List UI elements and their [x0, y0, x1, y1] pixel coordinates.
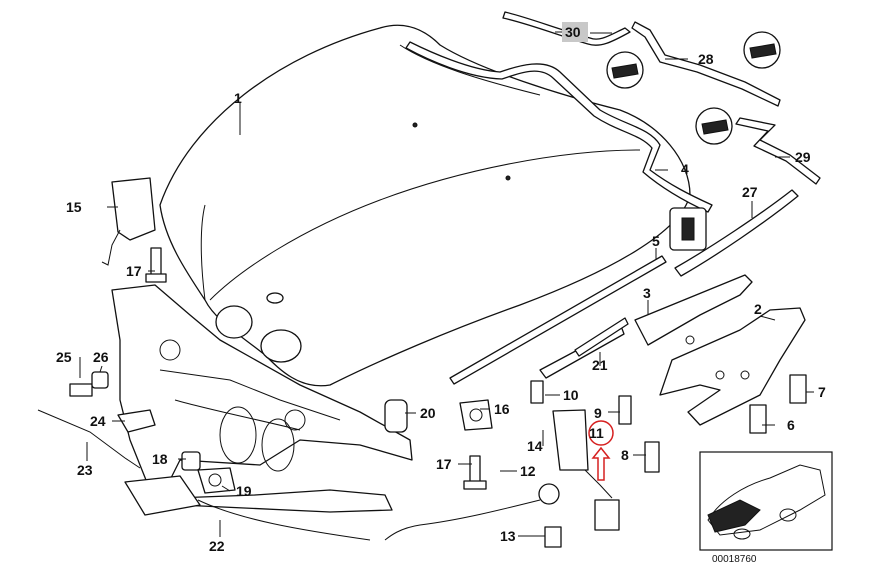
callout-1: 1 — [234, 90, 242, 106]
highlight-circle — [588, 420, 614, 446]
callout-12: 12 — [520, 463, 536, 479]
fasteners — [37, 177, 807, 548]
callout-6: 6 — [787, 417, 795, 433]
callout-27: 27 — [742, 184, 758, 200]
callout-23: 23 — [77, 462, 93, 478]
callout-5: 5 — [652, 233, 660, 249]
callout-19: 19 — [236, 483, 252, 499]
callout-8: 8 — [621, 447, 629, 463]
callout-29: 29 — [795, 149, 811, 165]
callout-3: 3 — [643, 285, 651, 301]
callout-18: 18 — [152, 451, 168, 467]
hood-part — [159, 24, 691, 387]
callout-22: 22 — [209, 538, 225, 554]
callout-20: 20 — [420, 405, 436, 421]
callout-7: 7 — [818, 384, 826, 400]
inset-car-thumbnail — [699, 451, 833, 551]
highlight-11 — [588, 420, 614, 481]
callout-21: 21 — [592, 357, 608, 373]
callout-25: 25 — [56, 349, 72, 365]
seal-parts — [405, 11, 821, 277]
hinge-parts — [634, 274, 806, 426]
callout-4: 4 — [681, 161, 689, 177]
leader-lines — [79, 31, 814, 537]
callout-30: 30 — [565, 24, 581, 40]
callout-17a: 17 — [126, 263, 142, 279]
callout-9: 9 — [594, 405, 602, 421]
diagram-id: 00018760 — [712, 554, 757, 565]
highlight-arrow-icon — [591, 446, 611, 481]
callout-13: 13 — [500, 528, 516, 544]
callout-10: 10 — [563, 387, 579, 403]
callout-28: 28 — [698, 51, 714, 67]
callout-labels: 1 2 3 4 5 6 7 8 9 10 11 12 13 14 15 16 1… — [56, 22, 826, 565]
callout-14: 14 — [527, 438, 543, 454]
callout-24: 24 — [90, 413, 106, 429]
strut-parts — [449, 255, 667, 385]
callout-16: 16 — [494, 401, 510, 417]
highlight-label-bg — [562, 22, 588, 42]
callout-2: 2 — [754, 301, 762, 317]
callout-15: 15 — [66, 199, 82, 215]
callout-11: 11 — [589, 425, 604, 441]
callout-26: 26 — [93, 349, 109, 365]
callout-17b: 17 — [436, 456, 452, 472]
